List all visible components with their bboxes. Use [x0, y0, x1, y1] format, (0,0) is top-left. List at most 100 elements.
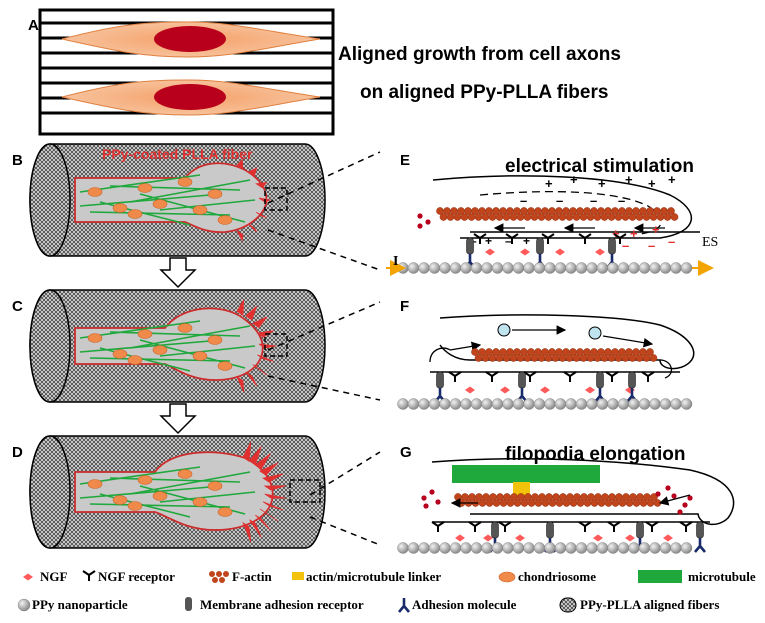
ngf-vesicle	[417, 223, 423, 229]
legend-microtubule-text: microtubule	[688, 569, 756, 584]
f-actin-unit	[541, 499, 550, 507]
actin-microtubule-linker	[513, 482, 530, 496]
zoom-box	[289, 479, 321, 503]
plus-sign: +	[625, 172, 633, 187]
ngf-receptor	[613, 233, 627, 244]
f-actin-unit	[474, 354, 483, 362]
f-actin-unit	[562, 499, 571, 507]
f-actin-unit	[223, 571, 229, 577]
spike	[236, 299, 245, 316]
ppy-nanoparticle	[533, 398, 546, 410]
plus-sign: +	[668, 172, 676, 187]
f-actin-unit	[614, 354, 623, 362]
panel-g-title: filopodia elongation	[505, 444, 685, 465]
receptor-body	[696, 521, 704, 539]
ppy-nanoparticle	[607, 398, 619, 410]
ppy-nanoparticle-row	[397, 398, 693, 410]
ngf	[540, 386, 550, 394]
ppy-nanoparticle	[586, 542, 598, 554]
f-actin-unit	[537, 213, 546, 221]
cylinder-end	[29, 435, 71, 549]
f-actin-unit	[646, 499, 655, 507]
ppy-nanoparticle	[680, 398, 693, 410]
dashed-inner	[479, 191, 662, 235]
ppy-nanoparticle	[460, 262, 472, 274]
ppy-nanoparticle	[596, 262, 609, 274]
legend-chondriosome: chondriosome	[518, 566, 596, 588]
f-actin-unit	[639, 499, 648, 507]
ppy-nanoparticle	[397, 542, 409, 554]
cylinder-end	[29, 289, 71, 403]
f-actin-unit	[667, 207, 675, 215]
f-actin-unit	[586, 213, 595, 221]
chondriosome	[137, 183, 153, 193]
ppy-nanoparticle	[617, 262, 630, 274]
ngf	[593, 534, 603, 542]
es-label: ES	[702, 235, 718, 250]
f-actin-unit	[649, 354, 658, 362]
legend-row-1: NGF NGF receptor F-actin actin/microtubu…	[0, 566, 765, 588]
ppy-nanoparticle	[512, 262, 525, 274]
chondriosome	[152, 491, 168, 501]
ngf	[625, 534, 635, 542]
f-actin-unit	[516, 213, 525, 221]
transport-arrow	[449, 341, 482, 352]
ngf-receptor-shape	[505, 233, 519, 244]
spike	[236, 230, 244, 242]
f-actin-unit	[523, 354, 532, 362]
ppy-nanoparticle	[659, 398, 672, 410]
chondriosome	[152, 345, 168, 355]
fiber-cylinder-c	[29, 289, 326, 403]
cell-2	[61, 79, 321, 116]
down-arrow-2	[159, 403, 197, 435]
f-actin-unit	[509, 354, 518, 362]
f-actin-unit	[656, 213, 665, 221]
f-actin-unit	[520, 499, 529, 507]
ngf-vesicle	[665, 485, 671, 491]
ngf	[455, 534, 465, 542]
ppy-nanoparticle	[544, 542, 556, 554]
f-actin-unit	[572, 354, 581, 362]
f-actin-unit	[474, 213, 483, 221]
ppy-nanoparticle	[418, 262, 430, 274]
chondriosome	[137, 329, 153, 339]
ngf-receptor	[641, 371, 655, 382]
actin-fiber	[89, 211, 231, 216]
legend-f-actin: F-actin	[232, 566, 272, 588]
chondriosome	[112, 349, 128, 359]
filopodia-spikes	[242, 441, 286, 543]
fiber-label: PPy-coated PLLA fiber	[102, 146, 253, 162]
growth-cone-outline	[74, 307, 264, 381]
ppy-nanoparticle	[565, 398, 577, 410]
f-actin-unit	[611, 499, 620, 507]
f-actin-unit	[618, 499, 627, 507]
legend-adhesion-molecule-icon	[398, 598, 410, 613]
receptor-body	[628, 371, 636, 389]
ppy-nanoparticle	[512, 398, 525, 410]
legend-ppy-nanoparticle-icon	[17, 598, 31, 612]
chondriosome	[217, 215, 233, 225]
red-minus-sign: –	[622, 238, 629, 253]
f-actin-unit	[488, 354, 497, 362]
chondriosome	[177, 177, 193, 187]
charge-sign: +	[523, 234, 530, 248]
zoom-box	[264, 333, 288, 357]
f-actin-unit	[663, 213, 672, 221]
f-actin-unit	[621, 354, 630, 362]
ngf	[483, 534, 493, 542]
membrane-adhesion-receptor	[694, 521, 706, 553]
ppy-nanoparticle	[596, 542, 609, 554]
ppy-nanoparticle	[523, 542, 535, 554]
ngf	[500, 386, 510, 394]
ngf-receptor-shape	[578, 233, 592, 244]
receptor-body	[436, 371, 444, 389]
f-actin-bundle	[436, 207, 679, 221]
nucleus-1	[154, 26, 226, 52]
f-actin-unit	[478, 499, 487, 507]
ppy-nanoparticle	[460, 398, 472, 410]
ppy-nanoparticle	[439, 262, 451, 274]
legend-ngf-receptor-text: NGF receptor	[98, 569, 175, 584]
ngf-receptor-shape	[82, 570, 96, 581]
fiber-cylinder-d	[29, 435, 326, 549]
